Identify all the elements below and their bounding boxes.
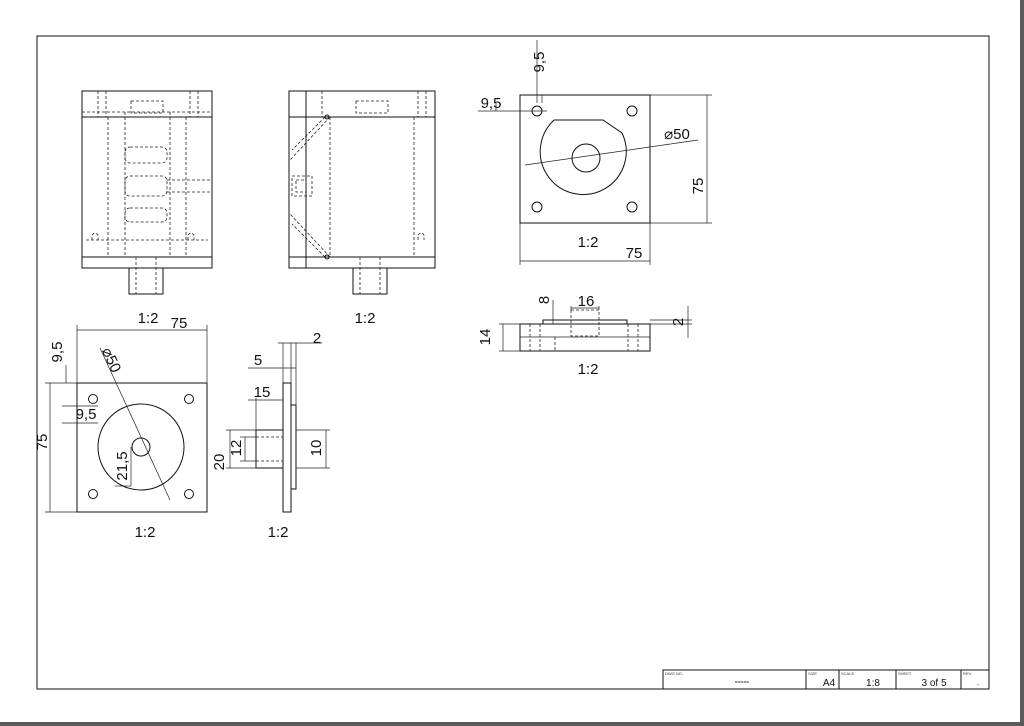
profile-shaft: 20 [211,454,228,471]
profile-view-scale: 1:2 [268,524,289,541]
profile-top: 2 [313,330,321,347]
top-diameter: ⌀50 [664,126,690,143]
top-view-scale: 1:2 [578,234,599,251]
dwg-no-value: ===== [735,680,750,686]
top-view: 9,5 9,5 ⌀50 75 75 1:2 [478,40,712,265]
rev-value: - [977,682,979,688]
scale-label: SCALE [841,671,854,676]
section-step: 2 [670,318,687,326]
size-label: SIZE [808,671,817,676]
profile-view: 2 5 15 20 12 10 1:2 [211,330,330,541]
profile-length: 15 [254,384,271,401]
profile-offset: 5 [254,352,262,369]
top-width: 75 [626,245,643,262]
side-view: 1:2 [288,90,436,327]
top-hole-offset-h: 9,5 [481,95,502,112]
drawing-border [36,35,990,690]
dwg-no-label: DWG NO. [665,671,683,676]
section-view: 8 16 14 2 1:2 [477,293,692,378]
side-view-scale: 1:2 [355,310,376,327]
plate-hole-offset-v: 9,5 [49,342,66,363]
top-height: 75 [690,178,707,195]
plate-view: 75 9,5 ⌀50 75 9,5 21,5 1:2 [34,315,208,541]
section-height: 14 [477,329,494,346]
section-boss: 16 [578,293,595,310]
plate-width: 75 [171,315,188,332]
plate-diameter: ⌀50 [98,345,124,375]
plate-hole-offset-h: 9,5 [76,406,97,423]
profile-bore: 12 [228,440,245,457]
plate-boss-offset: 21,5 [114,451,131,480]
size-value: A4 [823,678,836,689]
profile-flange: 10 [308,440,325,457]
front-view: 1:2 [81,90,213,327]
title-block: DWG NO. ===== SIZE A4 SCALE 1:8 SHEET 3 … [662,669,990,690]
plate-view-scale: 1:2 [135,524,156,541]
sheet-value: 3 of 5 [921,678,946,689]
section-top-thk: 8 [536,296,553,304]
scale-value: 1:8 [866,678,880,689]
top-hole-offset-v: 9,5 [531,52,548,73]
plate-height: 75 [34,434,51,451]
section-view-scale: 1:2 [578,361,599,378]
front-view-scale: 1:2 [138,310,159,327]
rev-label: REV [963,671,972,676]
sheet-label: SHEET [898,671,912,676]
